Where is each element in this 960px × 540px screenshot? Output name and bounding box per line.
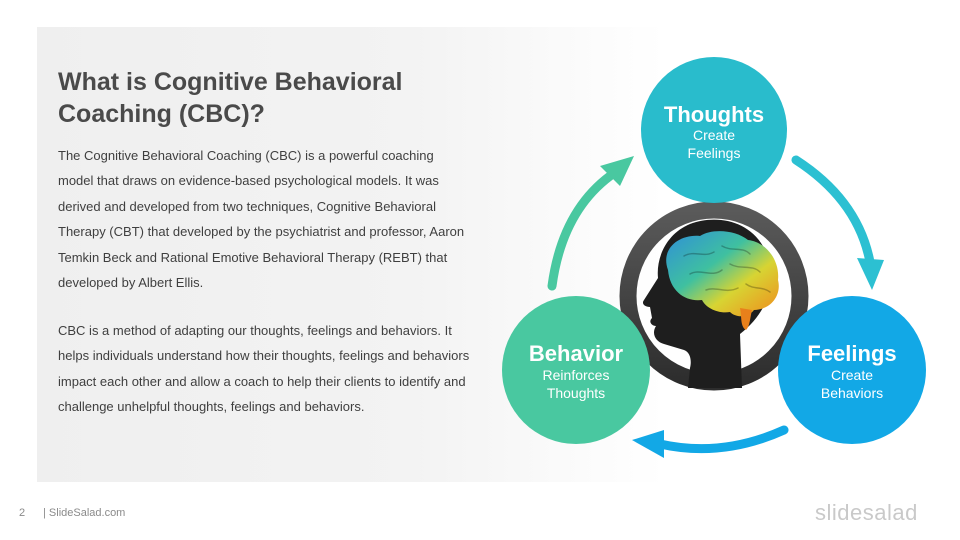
node-feelings-line1: Create <box>831 367 873 383</box>
node-thoughts-line1: Create <box>693 127 735 143</box>
slide-title: What is Cognitive Behavioral Coaching (C… <box>58 68 403 128</box>
arrow-behavior-to-thoughts <box>547 156 634 291</box>
intro-paragraph: The Cognitive Behavioral Coaching (CBC) … <box>58 148 465 291</box>
node-thoughts-title: Thoughts <box>664 102 764 127</box>
node-thoughts-line2: Feelings <box>688 145 741 161</box>
node-feelings-title: Feelings <box>807 341 896 366</box>
brain-icon <box>666 231 779 330</box>
node-behavior: Behavior Reinforces Thoughts <box>502 296 650 444</box>
cbc-cycle-diagram: Thoughts Create Feelings Feelings Create… <box>502 57 926 458</box>
node-feelings-line2: Behaviors <box>821 385 883 401</box>
node-behavior-line1: Reinforces <box>543 367 610 383</box>
node-feelings: Feelings Create Behaviors <box>778 296 926 444</box>
footer-site-link[interactable]: | SlideSalad.com <box>43 507 126 519</box>
node-feelings-circle <box>778 296 926 444</box>
method-paragraph: CBC is a method of adapting our thoughts… <box>58 323 470 415</box>
arrow-thoughts-to-feelings <box>791 155 884 290</box>
node-behavior-title: Behavior <box>529 341 624 366</box>
slidesalad-logo: slidesalad <box>815 500 918 525</box>
node-behavior-line2: Thoughts <box>547 385 605 401</box>
node-thoughts: Thoughts Create Feelings <box>641 57 787 203</box>
page-number: 2 <box>19 507 26 519</box>
arrow-feelings-to-behavior <box>632 425 789 458</box>
node-behavior-circle <box>502 296 650 444</box>
node-thoughts-circle <box>641 57 787 203</box>
